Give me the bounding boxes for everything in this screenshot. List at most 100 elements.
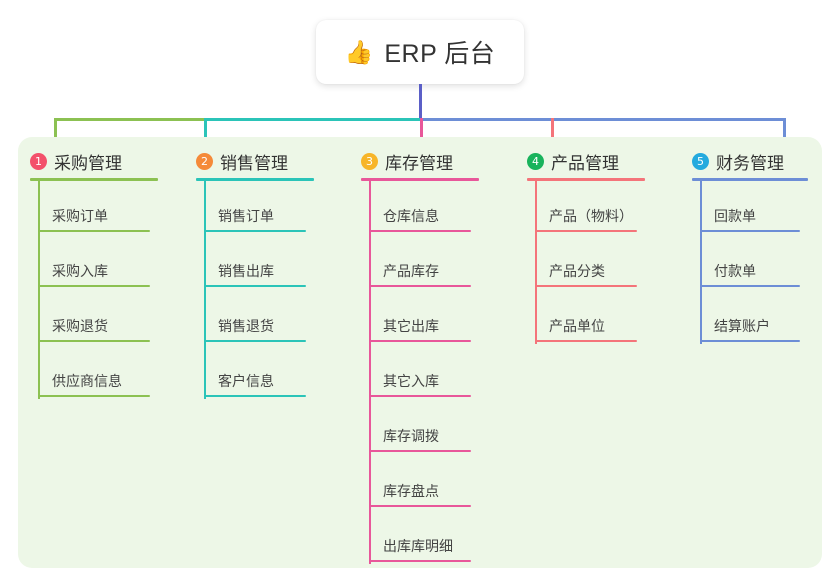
leaf-item-label: 销售出库 bbox=[218, 263, 274, 279]
column-title-2: 销售管理 bbox=[220, 153, 288, 173]
leaf-item-rule bbox=[369, 230, 471, 232]
leaf-item[interactable]: 销售出库 bbox=[204, 257, 306, 287]
bus-segment-3 bbox=[420, 118, 783, 121]
leaf-item-rule bbox=[369, 340, 471, 342]
leaf-item-rule bbox=[369, 505, 471, 507]
leaf-item-rule bbox=[204, 340, 306, 342]
leaf-item-rule bbox=[369, 560, 471, 562]
column-header-4[interactable]: 4 产品管理 bbox=[527, 146, 645, 176]
leaf-item-rule bbox=[369, 450, 471, 452]
leaf-item-rule bbox=[204, 285, 306, 287]
column-header-2[interactable]: 2 销售管理 bbox=[196, 146, 314, 176]
leaf-item[interactable]: 产品（物料） bbox=[535, 202, 637, 232]
leaf-item-rule bbox=[535, 230, 637, 232]
leaf-item-rule bbox=[369, 285, 471, 287]
leaf-item-label: 采购退货 bbox=[52, 318, 108, 334]
column-title-4: 产品管理 bbox=[551, 153, 619, 173]
column-badge-4: 4 bbox=[527, 152, 544, 170]
leaf-item-label: 回款单 bbox=[714, 208, 756, 224]
leaf-item[interactable]: 产品分类 bbox=[535, 257, 637, 287]
column-3: 3 库存管理仓库信息产品库存其它出库其它入库库存调拨库存盘点出库库明细 bbox=[361, 146, 479, 564]
leaf-item-label: 其它出库 bbox=[383, 318, 439, 334]
root-node-label: ERP 后台 bbox=[384, 40, 496, 68]
leaf-item-rule bbox=[38, 340, 150, 342]
column-badge-1: 1 bbox=[30, 152, 47, 170]
leaf-item-label: 采购订单 bbox=[52, 208, 108, 224]
leaf-item[interactable]: 结算账户 bbox=[700, 312, 800, 342]
column-title-1: 采购管理 bbox=[54, 153, 122, 173]
leaf-item[interactable]: 其它出库 bbox=[369, 312, 471, 342]
column-header-rule-3 bbox=[361, 178, 479, 181]
column-title-5: 财务管理 bbox=[716, 153, 784, 173]
leaf-item-label: 产品库存 bbox=[383, 263, 439, 279]
bus-segment-1 bbox=[54, 118, 204, 121]
column-header-rule-1 bbox=[30, 178, 158, 181]
column-title-3: 库存管理 bbox=[385, 153, 453, 173]
column-1: 1 采购管理采购订单采购入库采购退货供应商信息 bbox=[30, 146, 158, 399]
bus-segment-2 bbox=[204, 118, 420, 121]
leaf-item[interactable]: 产品库存 bbox=[369, 257, 471, 287]
leaf-item-label: 产品分类 bbox=[549, 263, 605, 279]
leaf-item-rule bbox=[38, 395, 150, 397]
drop-connector-4 bbox=[551, 118, 554, 149]
drop-connector-5 bbox=[783, 118, 786, 149]
column-spine-3 bbox=[369, 178, 371, 564]
leaf-item-label: 销售订单 bbox=[218, 208, 274, 224]
drop-connector-3 bbox=[420, 118, 423, 149]
leaf-item-rule bbox=[38, 230, 150, 232]
leaf-item[interactable]: 采购订单 bbox=[38, 202, 150, 232]
leaf-item[interactable]: 采购入库 bbox=[38, 257, 150, 287]
column-4: 4 产品管理产品（物料） 产品分类产品单位 bbox=[527, 146, 645, 344]
column-badge-5: 5 bbox=[692, 152, 709, 170]
leaf-item-label: 销售退货 bbox=[218, 318, 274, 334]
column-header-rule-2 bbox=[196, 178, 314, 181]
content-panel bbox=[18, 137, 822, 568]
leaf-item-label: 付款单 bbox=[714, 263, 756, 279]
leaf-item-rule bbox=[700, 285, 800, 287]
column-header-rule-4 bbox=[527, 178, 645, 181]
drop-connector-2 bbox=[204, 118, 207, 149]
column-spine-5 bbox=[700, 178, 702, 344]
leaf-item[interactable]: 仓库信息 bbox=[369, 202, 471, 232]
leaf-item-rule bbox=[38, 285, 150, 287]
leaf-item[interactable]: 出库库明细 bbox=[369, 532, 471, 562]
leaf-item[interactable]: 付款单 bbox=[700, 257, 800, 287]
root-stem-connector bbox=[419, 84, 422, 120]
column-5: 5 财务管理回款单付款单结算账户 bbox=[692, 146, 808, 344]
leaf-item[interactable]: 供应商信息 bbox=[38, 367, 150, 397]
leaf-item-label: 供应商信息 bbox=[52, 373, 122, 389]
leaf-item-rule bbox=[204, 395, 306, 397]
leaf-item[interactable]: 销售订单 bbox=[204, 202, 306, 232]
column-header-5[interactable]: 5 财务管理 bbox=[692, 146, 808, 176]
column-spine-2 bbox=[204, 178, 206, 399]
leaf-item[interactable]: 产品单位 bbox=[535, 312, 637, 342]
column-header-1[interactable]: 1 采购管理 bbox=[30, 146, 158, 176]
leaf-item-rule bbox=[535, 340, 637, 342]
leaf-item[interactable]: 其它入库 bbox=[369, 367, 471, 397]
leaf-item[interactable]: 销售退货 bbox=[204, 312, 306, 342]
column-badge-3: 3 bbox=[361, 152, 378, 170]
leaf-item-rule bbox=[204, 230, 306, 232]
column-badge-2: 2 bbox=[196, 152, 213, 170]
leaf-item[interactable]: 库存盘点 bbox=[369, 477, 471, 507]
leaf-item[interactable]: 回款单 bbox=[700, 202, 800, 232]
leaf-item-rule bbox=[700, 340, 800, 342]
leaf-item-label: 其它入库 bbox=[383, 373, 439, 389]
leaf-item-rule bbox=[369, 395, 471, 397]
leaf-item-rule bbox=[535, 285, 637, 287]
thumbs-up-icon: 👍 bbox=[344, 38, 374, 65]
root-node[interactable]: 👍 ERP 后台 bbox=[316, 20, 524, 84]
column-header-3[interactable]: 3 库存管理 bbox=[361, 146, 479, 176]
column-spine-4 bbox=[535, 178, 537, 344]
leaf-item-label: 出库库明细 bbox=[383, 538, 453, 554]
leaf-item-label: 库存调拨 bbox=[383, 428, 439, 444]
leaf-item[interactable]: 采购退货 bbox=[38, 312, 150, 342]
leaf-item-label: 客户信息 bbox=[218, 373, 274, 389]
column-2: 2 销售管理销售订单销售出库销售退货客户信息 bbox=[196, 146, 314, 399]
leaf-item[interactable]: 库存调拨 bbox=[369, 422, 471, 452]
column-header-rule-5 bbox=[692, 178, 808, 181]
leaf-item[interactable]: 客户信息 bbox=[204, 367, 306, 397]
leaf-item-label: 库存盘点 bbox=[383, 483, 439, 499]
leaf-item-label: 采购入库 bbox=[52, 263, 108, 279]
